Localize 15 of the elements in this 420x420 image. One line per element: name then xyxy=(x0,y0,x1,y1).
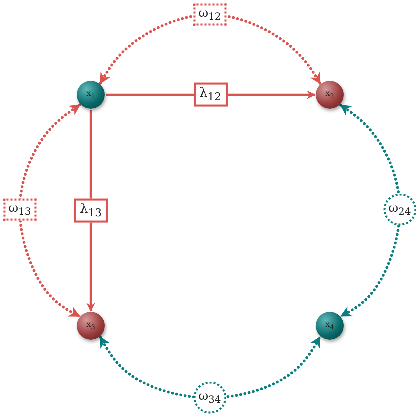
dotted-arrow xyxy=(340,104,402,318)
edge-label: ω$_{12}$ xyxy=(194,4,226,26)
arrow xyxy=(86,110,96,312)
sphere-node: x$_{4}$ xyxy=(316,312,344,340)
sphere-node: x$_{3}$ xyxy=(77,312,105,340)
sphere-node: x$_{1}$ xyxy=(77,81,105,109)
edge-label: ω$_{24}$ xyxy=(384,194,416,226)
sphere-node: x$_{2}$ xyxy=(316,81,344,109)
dotted-arrow xyxy=(99,336,322,400)
dotted-arrow xyxy=(99,14,322,85)
edge-label: λ$_{12}$ xyxy=(193,82,228,108)
edge-label: ω$_{34}$ xyxy=(194,382,226,414)
edge-label: λ$_{13}$ xyxy=(74,198,108,223)
edge-label: ω$_{13}$ xyxy=(4,198,36,222)
dotted-arrow xyxy=(18,104,82,318)
